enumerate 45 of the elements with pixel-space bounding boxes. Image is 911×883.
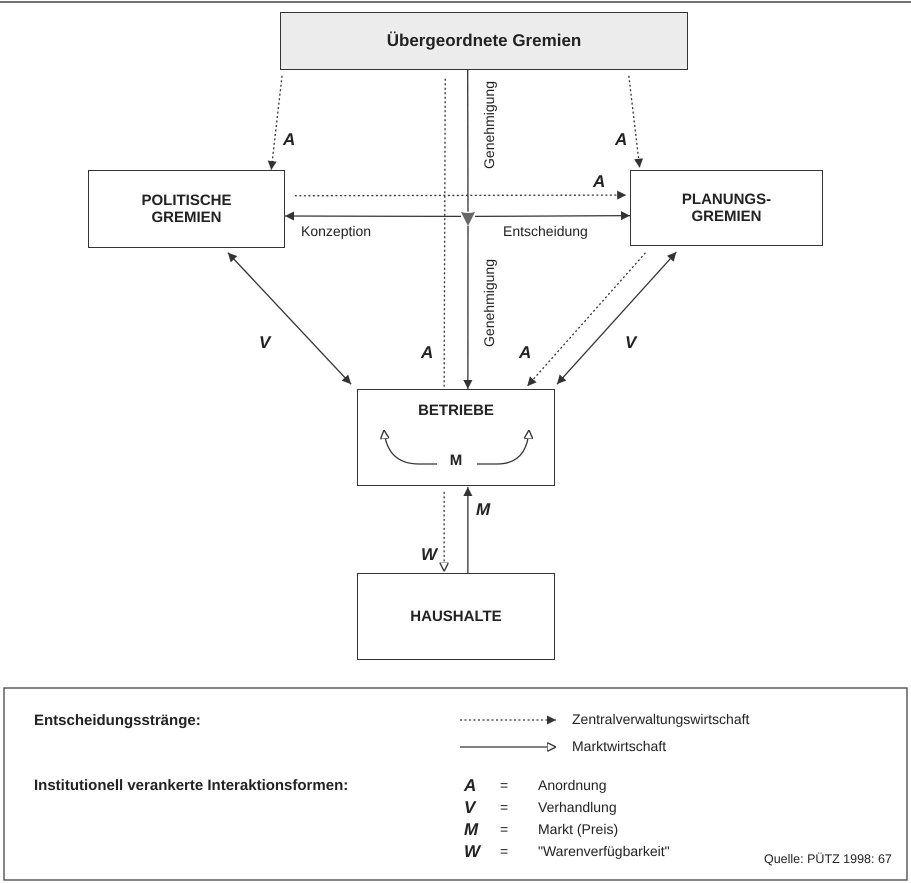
legend-key: A xyxy=(464,776,476,796)
legend-text: Zentralverwaltungswirtschaft xyxy=(572,711,750,727)
institution-box xyxy=(357,389,555,486)
edge-label: Genehmigung xyxy=(481,80,497,170)
legend-key: V xyxy=(464,798,476,818)
institution-box xyxy=(630,170,823,246)
dotted-arrow xyxy=(628,76,644,168)
line xyxy=(467,70,469,212)
arrow xyxy=(285,212,461,221)
node-title: Übergeordnete Gremien xyxy=(386,31,582,51)
equals-sign: = xyxy=(500,777,508,793)
equals-sign: = xyxy=(500,821,508,837)
edge-label: Konzeption xyxy=(300,223,372,239)
legend-text: Anordnung xyxy=(538,777,607,793)
dotted-arrow xyxy=(294,190,626,200)
legend-key: W xyxy=(464,842,480,862)
arrow xyxy=(463,226,472,389)
edge-label: Entscheidung xyxy=(502,223,589,239)
legend-text: Markt (Preis) xyxy=(538,821,618,837)
arrow xyxy=(463,486,472,573)
node-title: PLANUNGS-GREMIEN xyxy=(680,191,772,225)
dotted-arrow xyxy=(526,252,646,387)
node-text: M xyxy=(450,452,462,469)
committee-box xyxy=(280,12,688,70)
arrow xyxy=(556,252,677,385)
arrow xyxy=(227,252,352,385)
legend-text: "Warenverfügbarkeit" xyxy=(538,843,670,859)
equals-sign: = xyxy=(500,843,508,859)
node-title: BETRIEBE xyxy=(418,402,494,419)
junction-triangle xyxy=(461,210,475,226)
legend-heading: Entscheidungsstränge: xyxy=(34,712,201,729)
edge-label: Genehmigung xyxy=(481,258,497,348)
arrow xyxy=(475,211,630,220)
node-title: HAUSHALTE xyxy=(410,608,502,625)
legend-text: Verhandlung xyxy=(538,799,617,815)
dotted-arrow xyxy=(438,492,450,572)
legend-text: Marktwirtschaft xyxy=(572,738,666,754)
institution-box xyxy=(357,573,555,660)
institution-box xyxy=(88,170,285,248)
equals-sign: = xyxy=(500,799,508,815)
source-note: Quelle: PÜTZ 1998: 67 xyxy=(764,852,892,866)
legend-key: M xyxy=(464,820,478,840)
node-title: POLITISCHE GREMIEN xyxy=(140,192,232,226)
legend-heading: Institutionell verankerte Interaktionsformen: xyxy=(34,777,348,794)
dotted-arrow xyxy=(268,76,283,170)
